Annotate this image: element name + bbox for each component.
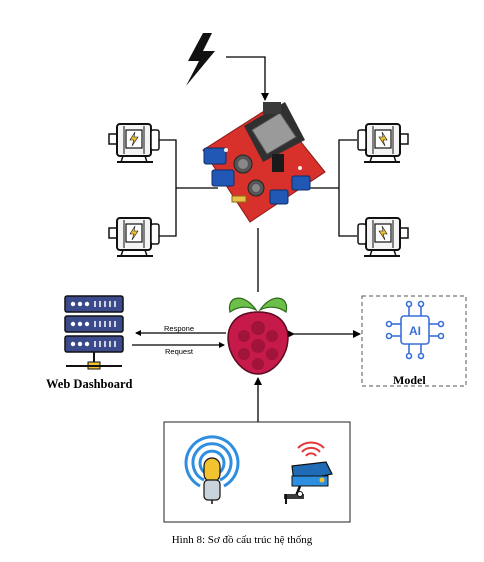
response-label: Respone	[164, 324, 195, 333]
power-line	[226, 56, 269, 101]
connectors	[132, 56, 361, 422]
lightning-bolt-icon	[186, 33, 215, 86]
raspberry-pi-icon	[227, 297, 289, 375]
motor-driver-board	[202, 102, 326, 223]
motor-top-left-icon	[108, 123, 160, 163]
motor-bottom-left-icon	[108, 217, 160, 257]
wireless-camera-icon	[284, 461, 333, 504]
model-label: Model	[393, 373, 426, 387]
web-dashboard-label: Web Dashboard	[46, 377, 133, 391]
figure-caption: Hình 8: Sơ đồ cấu trúc hệ thống	[171, 534, 313, 546]
ai-chip-icon	[385, 300, 445, 360]
right-motor-bus	[338, 139, 357, 237]
microphone-icon	[184, 435, 240, 504]
wifi-signal-icon	[297, 441, 325, 457]
sensors-box	[163, 421, 351, 523]
left-motor-bus	[159, 139, 177, 237]
motor-top-right-icon	[357, 123, 409, 163]
ai-model-box: AI	[361, 295, 467, 387]
motor-bottom-right-icon	[357, 217, 409, 257]
request-label: Request	[165, 347, 193, 356]
ai-badge: AI	[409, 324, 421, 338]
server-rack-icon	[64, 295, 124, 370]
